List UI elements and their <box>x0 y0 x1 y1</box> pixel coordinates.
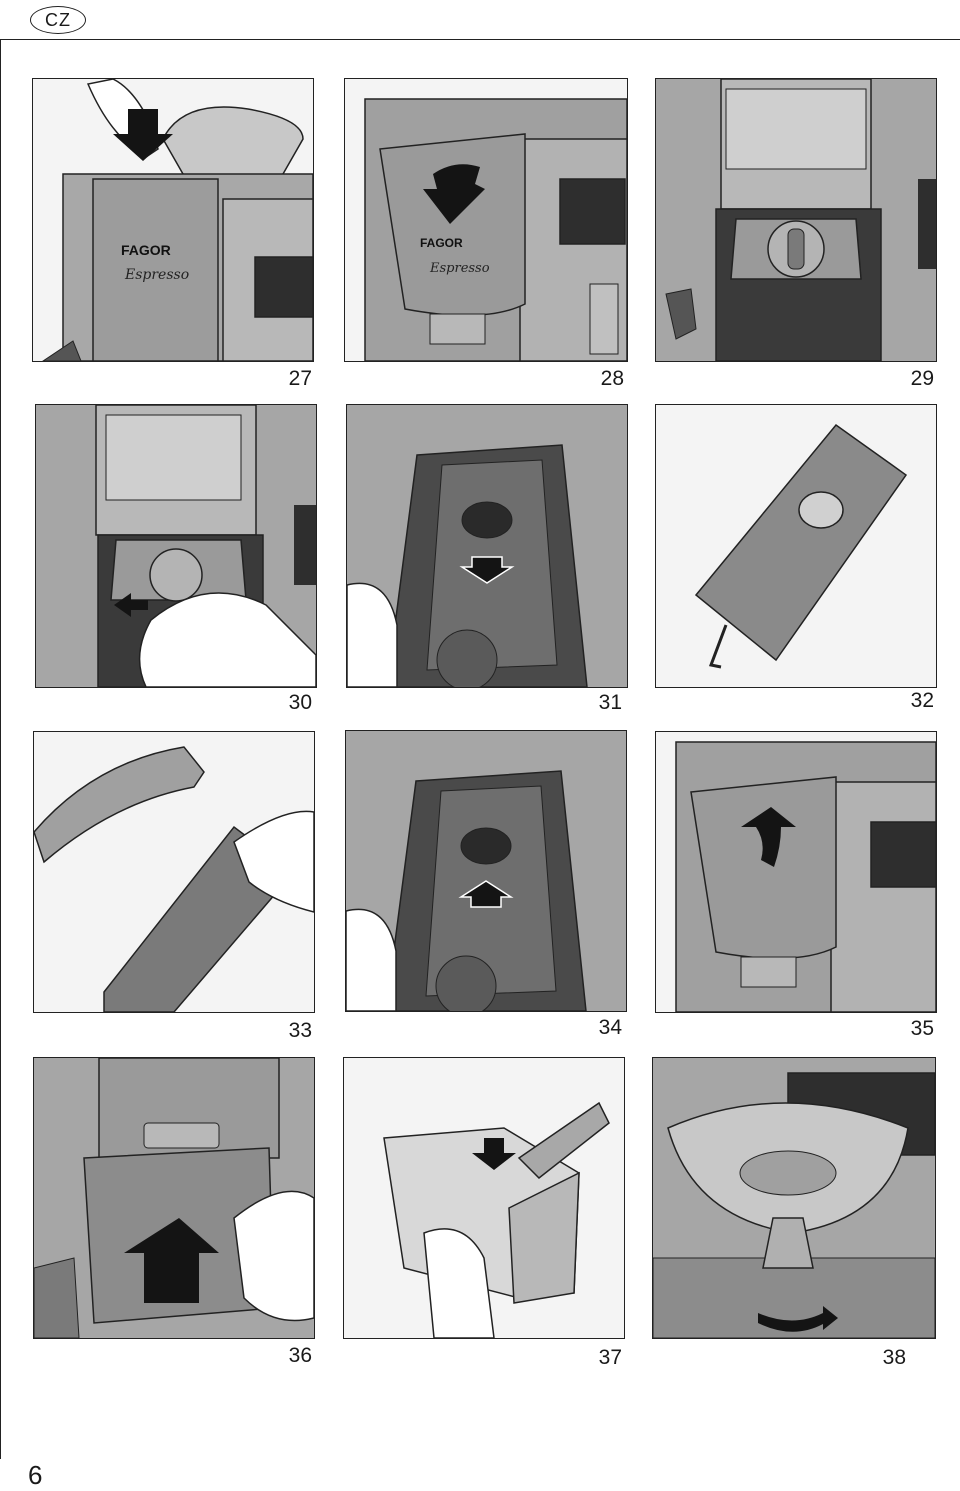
figure-number-34: 34 <box>598 1016 622 1039</box>
figure-number-35: 35 <box>910 1017 934 1040</box>
figure-number-37: 37 <box>598 1346 622 1369</box>
page-number: 6 <box>28 1460 43 1490</box>
figure-number-38: 38 <box>882 1346 906 1369</box>
figure-number-27: 27 <box>288 367 312 390</box>
figure-32-illustration <box>655 404 937 688</box>
figure-28-illustration: FAGOR Espresso <box>344 78 628 362</box>
figure-37-illustration <box>343 1057 625 1339</box>
figure-38-illustration <box>652 1057 936 1339</box>
figure-number-29: 29 <box>910 367 934 390</box>
figure-27-illustration: FAGOR Espresso <box>32 78 314 362</box>
figure-35-illustration <box>655 731 937 1013</box>
figure-number-30: 30 <box>288 691 312 714</box>
header-rule <box>0 39 960 40</box>
fig28-brand-text: FAGOR <box>420 236 463 250</box>
figure-34-illustration <box>345 730 627 1012</box>
figure-33-illustration <box>33 731 315 1013</box>
figure-number-36: 36 <box>288 1344 312 1367</box>
left-margin-rule <box>0 39 1 1459</box>
figure-number-32: 32 <box>910 689 934 712</box>
figure-number-28: 28 <box>600 367 624 390</box>
figure-31-illustration <box>346 404 628 688</box>
figure-number-33: 33 <box>288 1019 312 1042</box>
figure-number-31: 31 <box>598 691 622 714</box>
fig27-brand-text: FAGOR <box>121 242 171 258</box>
language-badge: CZ <box>30 6 86 34</box>
fig28-script-text: Espresso <box>429 261 490 276</box>
language-badge-text: CZ <box>45 9 71 30</box>
figure-36-illustration <box>33 1057 315 1339</box>
fig27-script-text: Espresso <box>124 267 189 283</box>
figure-30-illustration <box>35 404 317 688</box>
figure-29-illustration <box>655 78 937 362</box>
